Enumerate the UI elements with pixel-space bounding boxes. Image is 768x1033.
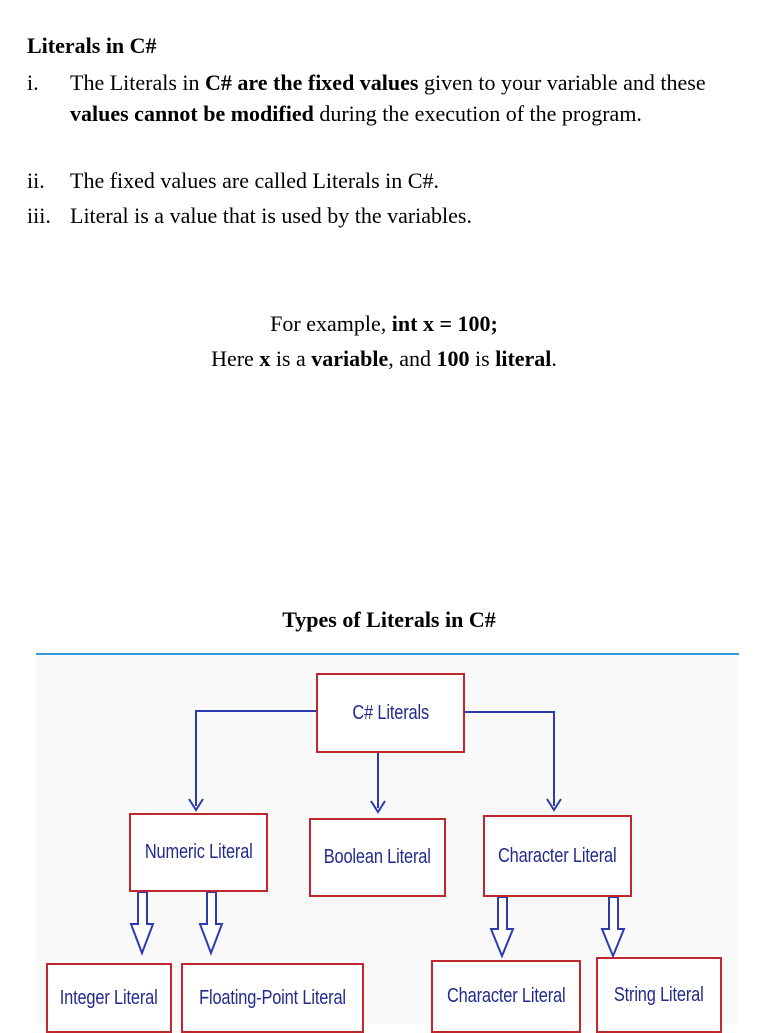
bold-text-run: x [259,346,271,371]
node-label: String Literal [614,983,704,1006]
list-number: iii. [27,203,51,228]
example-line-1: For example, int x = 100; [0,308,768,339]
bold-text-run: C# are the fixed values [205,70,419,95]
bold-text-run: 100 [436,346,470,371]
node-label: Integer Literal [60,986,158,1009]
text-run: Literal is a value that is used by the v… [70,203,472,228]
text-run: . [551,346,557,371]
text-run: For example, [270,311,392,336]
example-line-2: Here x is a variable, and 100 is literal… [0,343,768,374]
diagram-title: Types of Literals in C# [282,607,496,632]
text-run: during the execution of the program. [313,101,642,126]
list-text: The Literals in C# are the fixed values … [70,67,760,129]
node-label: Floating-Point Literal [199,986,346,1009]
node-boolean-literal: Boolean Literal [309,818,446,897]
list-number: i. [27,70,39,95]
bold-text-run: literal [495,346,552,371]
list-number: ii. [27,168,45,193]
bold-text-run: int x = 100; [391,311,498,336]
node-integer-literal: Integer Literal [46,963,172,1033]
node-floating-point-literal: Floating-Point Literal [181,963,364,1033]
root-node: C# Literals [316,673,465,753]
text-run: The Literals in [70,70,206,95]
list-text: The fixed values are called Literals in … [70,165,760,196]
node-label: Character Literal [498,844,617,867]
node-label: Boolean Literal [324,846,431,868]
text-run: The fixed values are called Literals in … [70,168,439,193]
node-character-literal-leaf: Character Literal [431,960,581,1033]
section-rule [36,653,739,655]
node-label: Character Literal [446,985,566,1007]
text-run: Here [211,346,260,371]
section-heading: Literals in C# [27,33,157,58]
list-text: Literal is a value that is used by the v… [70,200,760,231]
text-run: is a [270,346,312,371]
node-label: Numeric Literal [144,841,253,863]
node-character-literal: Character Literal [483,815,632,897]
node-string-literal: String Literal [596,957,722,1033]
text-run: is [469,346,496,371]
root-node-label: C# Literals [352,701,429,724]
node-numeric-literal: Numeric Literal [129,813,268,892]
text-run: given to your variable and these [418,70,706,95]
bold-text-run: values cannot be modified [70,101,314,126]
text-run: , and [388,346,437,371]
bold-text-run: variable [311,346,389,371]
